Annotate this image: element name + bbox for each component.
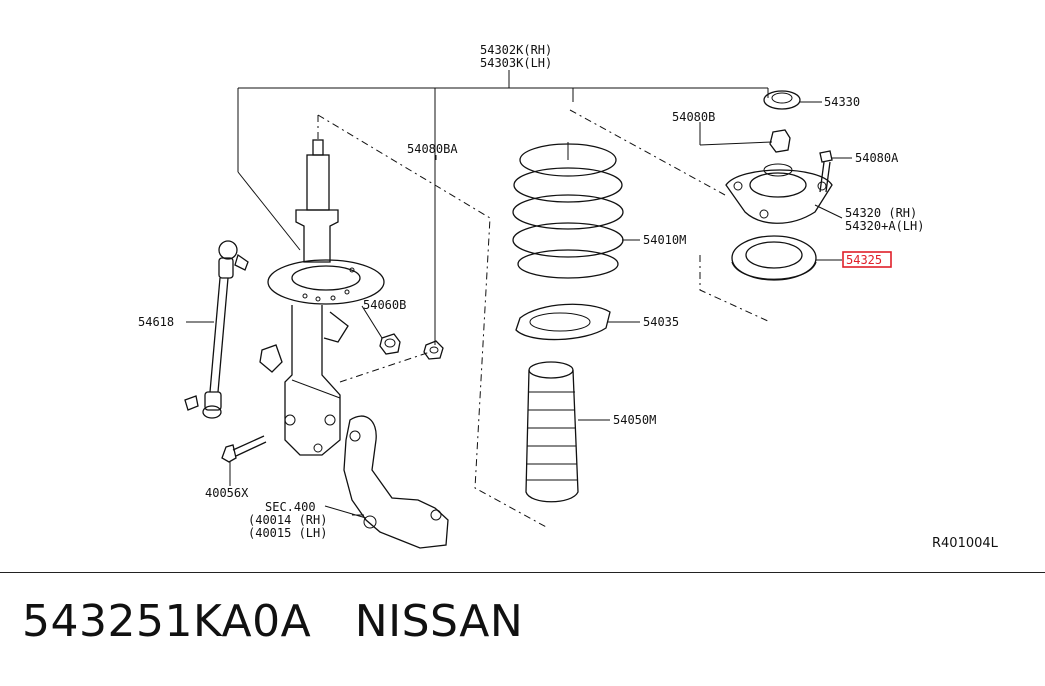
leader-lines — [186, 101, 852, 519]
label-mount-rh: 54320 (RH) — [845, 206, 917, 220]
label-bearing: 54325 — [846, 253, 882, 267]
label-coil-spring: 54010M — [643, 233, 686, 247]
label-nut-54080b: 54080B — [672, 110, 715, 124]
label-sec-lh: (40015 (LH) — [248, 526, 327, 540]
bearing-label-highlight — [842, 251, 892, 268]
bound-bumper — [525, 361, 579, 503]
brand-name: NISSAN — [354, 596, 524, 647]
bearing-54325 — [731, 235, 817, 281]
label-bolt-40056x: 40056X — [205, 486, 249, 500]
assembly-leader — [237, 70, 769, 345]
label-assembly-rh: 54302K(RH) — [480, 43, 552, 57]
nut-54060b — [379, 333, 401, 355]
strut-mount — [725, 163, 833, 224]
label-mount-lh: 54320+A(LH) — [845, 219, 924, 233]
diagram-reference-code: R401004L — [932, 536, 999, 551]
part-number: 543251KA0A — [22, 596, 312, 647]
steering-knuckle — [343, 415, 449, 549]
bolt-40056x — [221, 435, 267, 463]
label-sec-title: SEC.400 — [265, 500, 316, 514]
stabilizer-link — [184, 240, 249, 419]
label-bolt-54080a: 54080A — [855, 151, 899, 165]
parts-diagram: 54302K(RH) 54303K(LH) 54080B 54080BA 543… — [138, 43, 999, 551]
footer-title: 543251KA0A NISSAN — [22, 596, 523, 647]
coil-spring — [512, 142, 624, 279]
label-spring-seat: 54035 — [643, 315, 679, 329]
label-nut-54080ba: 54080BA — [407, 142, 458, 156]
label-assembly-lh: 54303K(LH) — [480, 56, 552, 70]
footer-divider — [0, 572, 1045, 573]
label-sec-rh: (40014 (RH) — [248, 513, 327, 527]
spring-seat — [515, 303, 611, 341]
mount-seal — [763, 90, 801, 110]
strut-assembly — [259, 139, 385, 456]
label-mount-seal: 54330 — [824, 95, 860, 109]
label-stabilizer-link: 54618 — [138, 315, 174, 329]
nut-54080ba — [423, 340, 444, 360]
nut-54080b — [769, 129, 791, 153]
label-nut-54060b: 54060B — [363, 298, 406, 312]
label-bound-bumper: 54050M — [613, 413, 656, 427]
explode-boundary — [317, 109, 771, 529]
